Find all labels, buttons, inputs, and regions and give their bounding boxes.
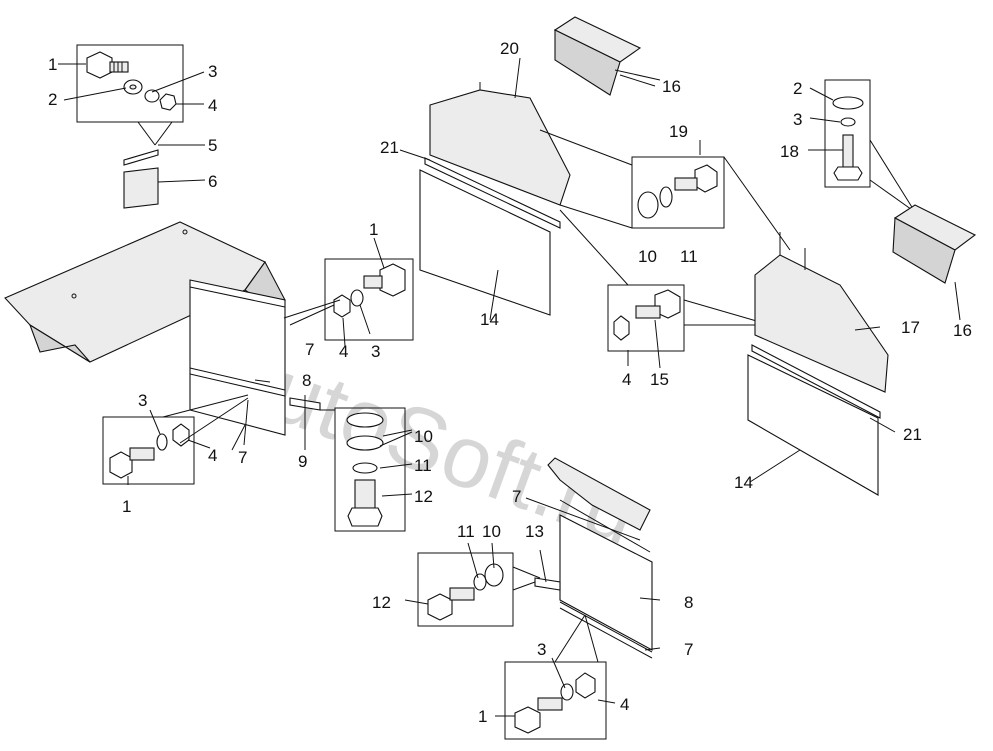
bottom-fender-7 [547, 457, 651, 553]
callout-21a: 21 [380, 138, 399, 157]
callout-3c: 3 [371, 342, 380, 361]
callout-7a: 7 [305, 340, 314, 359]
callout-6: 6 [208, 172, 217, 191]
callout-7c: 7 [512, 487, 521, 506]
detail-box-center-left [283, 237, 414, 347]
washer-11-left [352, 462, 378, 474]
callout-10b: 10 [414, 427, 433, 446]
washer-10a-left [346, 412, 384, 428]
detail-box-top-left [58, 44, 205, 146]
bolt-1-lower-left [109, 451, 133, 479]
mud-flap-14-right [747, 354, 879, 496]
callout-9: 9 [298, 452, 307, 471]
callout-4a: 4 [208, 96, 217, 115]
bracket-16-right [892, 204, 977, 321]
callout-16a: 16 [662, 77, 681, 96]
callout-5: 5 [208, 136, 217, 155]
bolt-1-center [379, 263, 406, 297]
callout-11c: 11 [457, 522, 475, 541]
mud-flap-14-center [419, 169, 551, 316]
callout-21b: 21 [903, 425, 922, 444]
callout-13: 13 [525, 522, 544, 541]
bolt-12-bottom [427, 593, 453, 621]
callout-2a: 2 [48, 90, 57, 109]
callout-3b: 3 [793, 110, 802, 129]
mud-flap-8-bottom [559, 514, 653, 659]
callout-1d: 1 [478, 707, 487, 726]
callout-3d: 3 [138, 391, 147, 410]
callout-7d: 7 [684, 640, 693, 659]
callout-1b: 1 [369, 220, 378, 239]
bolt-18 [842, 134, 854, 168]
callout-11a: 11 [680, 247, 698, 266]
nut-4-top-left [159, 93, 177, 111]
nut-4-bottom [575, 672, 596, 699]
washer-3-bottom [560, 683, 574, 701]
callout-10c: 10 [482, 522, 501, 541]
washer-2-right [832, 96, 864, 110]
callout-3e: 3 [537, 640, 546, 659]
callout-1c: 1 [122, 497, 131, 516]
bracket-13 [534, 577, 561, 591]
detail-box-10-11-12-left [320, 407, 413, 532]
washer-11-center [659, 186, 673, 208]
callout-8b: 8 [684, 593, 693, 612]
plate-5-6 [123, 144, 206, 209]
washer-3-lower-left [156, 433, 168, 451]
detail-box-19-10-11 [539, 129, 791, 251]
callout-2b: 2 [793, 79, 802, 98]
washer-3-top-left [144, 89, 160, 103]
callout-19: 19 [669, 122, 688, 141]
callout-16b: 16 [953, 321, 972, 340]
mud-flap-8-left [189, 279, 286, 436]
washer-3-center [350, 289, 364, 307]
bolt-1-top-left [86, 51, 129, 79]
callout-11b: 11 [414, 456, 432, 475]
callout-7b: 7 [238, 448, 247, 467]
callout-17: 17 [901, 318, 920, 337]
callout-4e: 4 [620, 695, 629, 714]
washer-11-bottom [473, 573, 487, 591]
callout-15: 15 [650, 370, 669, 389]
nut-4-center [333, 294, 351, 318]
washer-10-center [637, 191, 659, 219]
callout-12b: 12 [372, 593, 391, 612]
callout-4b: 4 [339, 342, 348, 361]
left-fender [4, 221, 286, 363]
callout-3a: 3 [208, 62, 217, 81]
nut-4-center-right [613, 315, 630, 341]
bolt-19 [694, 164, 718, 193]
washer-10b-left [346, 435, 384, 451]
callout-14a: 14 [480, 310, 499, 329]
callout-8a: 8 [302, 371, 311, 390]
washer-3-right [840, 117, 856, 127]
bolt-1-bottom [514, 706, 541, 734]
callout-12a: 12 [414, 487, 433, 506]
callout-1a: 1 [48, 55, 57, 74]
detail-box-3-4-1-bottom [495, 614, 616, 740]
center-fender-20 [424, 57, 571, 229]
callout-14b: 14 [734, 473, 753, 492]
detail-box-4-15 [559, 209, 761, 369]
right-fender-17 [751, 232, 889, 419]
bolt-12-left [354, 479, 376, 509]
callout-20: 20 [500, 39, 519, 58]
bracket-16-top [553, 16, 656, 96]
detail-box-11-10-12-bottom [404, 542, 541, 627]
detail-box-2-3-18 [808, 79, 916, 213]
callout-10a: 10 [638, 247, 657, 266]
callout-4d: 4 [208, 446, 217, 465]
detail-box-bottom-left [102, 394, 249, 485]
callout-4c: 4 [622, 370, 631, 389]
callout-18: 18 [780, 142, 799, 161]
